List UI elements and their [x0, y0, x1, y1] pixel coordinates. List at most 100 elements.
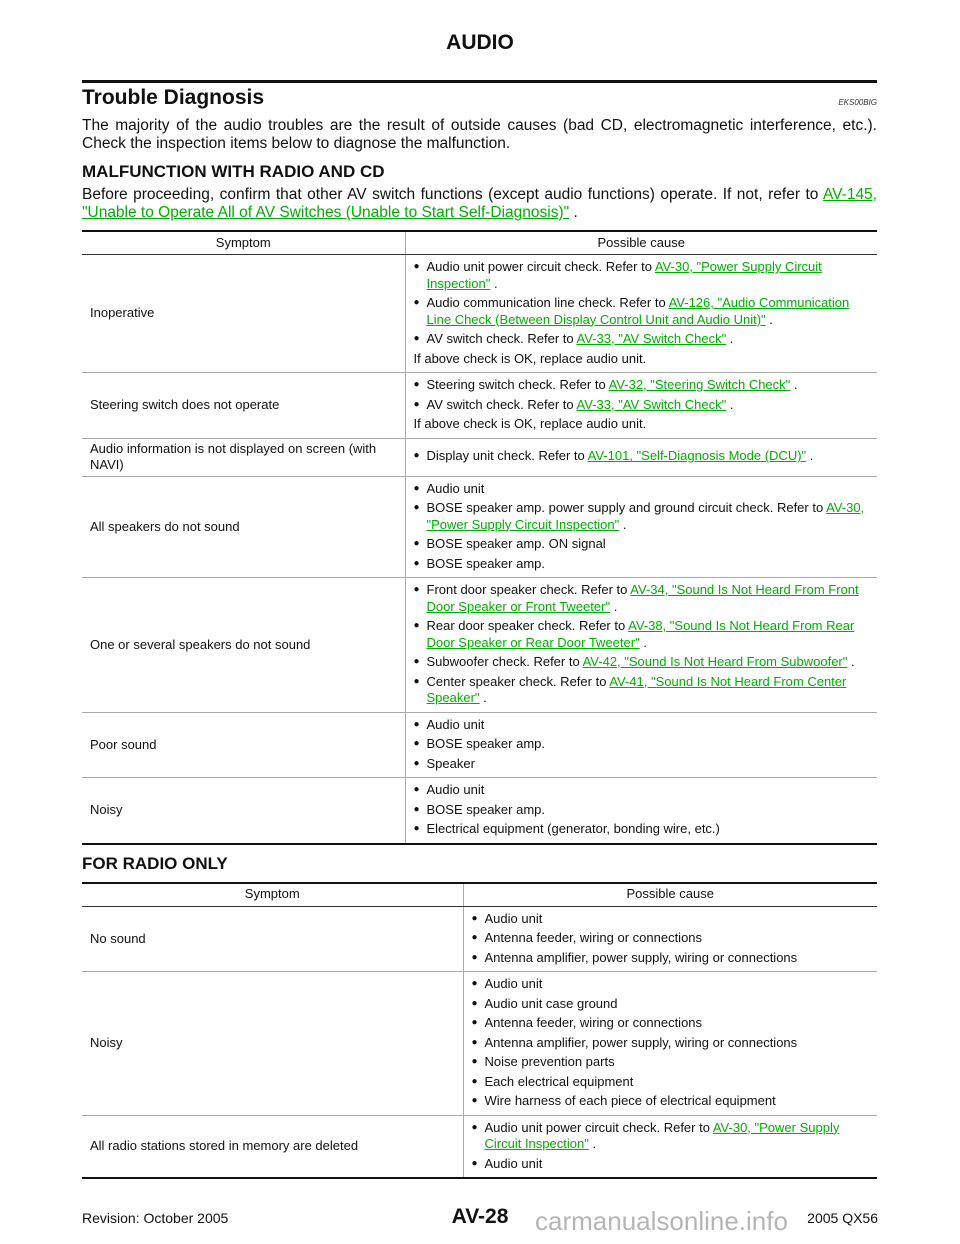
cause-text-end: . — [726, 331, 734, 346]
cause-link[interactable]: AV-38, "Sound Is Not Heard From Rear Doo… — [426, 618, 855, 650]
symptom-cell: All speakers do not sound — [82, 476, 405, 578]
symptom-cell: Noisy — [82, 777, 405, 845]
cause-bullet-item: Audio unit power circuit check. Refer to… — [414, 259, 870, 292]
symptom-cell: Inoperative — [82, 254, 405, 373]
cause-text: Subwoofer check. Refer to — [426, 654, 583, 669]
cause-text: BOSE speaker amp. ON signal — [426, 536, 606, 551]
cause-bullet-item: Antenna feeder, wiring or connections — [472, 930, 870, 947]
cause-bullet-item: BOSE speaker amp. power supply and groun… — [414, 500, 870, 533]
section-title-row: Trouble Diagnosis EKS00BIG — [82, 85, 877, 111]
cause-bullet-item: Center speaker check. Refer to AV-41, "S… — [414, 674, 870, 707]
cause-text: Audio unit — [426, 782, 485, 797]
symptom-cell: No sound — [82, 906, 463, 972]
cause-bullet-item: Rear door speaker check. Refer to AV-38,… — [414, 618, 870, 651]
cause-cell: Audio unitAudio unit case groundAntenna … — [462, 971, 877, 1116]
table-row: One or several speakers do not sound Fron… — [82, 577, 877, 713]
page-footer: Revision: October 2005 AV-28 carmanualso… — [0, 1204, 960, 1244]
cause-bullet-item: Display unit check. Refer to AV-101, "Se… — [414, 448, 870, 465]
intro-paragraph: The majority of the audio troubles are t… — [82, 117, 877, 152]
cause-note: If above check is OK, replace audio unit… — [414, 351, 870, 368]
cause-text: Each electrical equipment — [484, 1073, 634, 1089]
cause-text-end: . — [847, 654, 855, 669]
cause-bullet-item: AV switch check. Refer to AV-33, "AV Swi… — [414, 331, 870, 348]
cause-text-end: . — [490, 275, 498, 291]
cause-link[interactable]: AV-34, "Sound Is Not Heard From Front Do… — [426, 582, 859, 614]
cause-link[interactable]: AV-33, "AV Switch Check" — [576, 396, 727, 412]
para-text: Before proceeding, confirm that other AV… — [82, 186, 823, 203]
cause-text: Audio unit — [484, 1155, 543, 1171]
cause-text: Audio unit power circuit check. Refer to — [484, 1119, 713, 1135]
cause-bullet-item: Audio unit — [472, 911, 870, 928]
cause-text-end: . — [479, 690, 487, 705]
cause-text: Antenna feeder, wiring or connections — [484, 930, 703, 945]
cause-bullet-item: Antenna feeder, wiring or connections — [472, 1015, 870, 1032]
radio-heading: FOR RADIO ONLY — [82, 853, 228, 873]
cause-link[interactable]: AV-126, "Audio Communication Line Check … — [426, 295, 850, 327]
table-row: All radio stations stored in memory are … — [82, 1115, 877, 1179]
cause-bullet-item: BOSE speaker amp. — [414, 802, 870, 819]
cause-text: Audio unit — [484, 910, 543, 926]
cause-bullet-item: Each electrical equipment — [472, 1074, 870, 1091]
cause-link[interactable]: AV-32, "Steering Switch Check" — [608, 377, 791, 392]
cause-text: Center speaker check. Refer to — [426, 673, 610, 689]
cause-bullet-item: Audio unit — [472, 1156, 870, 1173]
cause-link[interactable]: AV-30, "Power Supply Circuit Inspection" — [426, 259, 822, 291]
cause-text-end: . — [790, 377, 798, 392]
cause-text: Wire harness of each piece of electrical… — [484, 1093, 776, 1108]
cause-bullet-item: Audio unit power circuit check. Refer to… — [472, 1120, 870, 1153]
cause-bullet-item: Audio unit — [414, 782, 870, 799]
cause-cell: Audio unitBOSE speaker amp.Speaker — [404, 712, 877, 778]
cause-text-end: . — [726, 396, 734, 412]
cause-cell: Audio unitBOSE speaker amp. Electrical eq… — [404, 777, 877, 845]
cause-text-end: . — [806, 448, 814, 464]
table-row: Steering switch does not operate Steering… — [82, 372, 877, 439]
cause-bullet-item: Subwoofer check. Refer to AV-42, "Sound … — [414, 654, 870, 671]
cause-text-end: . — [610, 598, 618, 614]
cause-cell: Audio unitAntenna feeder, wiring or conn… — [462, 906, 877, 972]
symptom-cell: Audio information is not displayed on sc… — [82, 438, 405, 477]
page-number: AV-28 — [451, 1205, 509, 1228]
cause-bullet-item: BOSE speaker amp. ON signal — [414, 536, 870, 553]
cause-text: Rear door speaker check. Refer to — [426, 618, 629, 633]
cause-text-end: . — [639, 634, 647, 650]
section-title: Trouble Diagnosis — [82, 86, 265, 109]
cause-text: If above check is OK, replace audio unit… — [413, 416, 647, 431]
divider — [82, 80, 877, 83]
cause-link[interactable]: AV-42, "Sound Is Not Heard From Subwoofe… — [582, 654, 848, 669]
para-end: . — [569, 204, 578, 221]
watermark: carmanualsonline.info — [535, 1206, 788, 1236]
cause-text: Antenna amplifier, power supply, wiring … — [484, 1034, 798, 1050]
link-av-145[interactable]: AV-145, "Unable to Operate All of AV Swi… — [82, 186, 877, 221]
table-row: Audio information is not displayed on sc… — [82, 438, 877, 477]
cause-text-end: . — [588, 1136, 597, 1151]
symptom-cell: Poor sound — [82, 712, 405, 778]
page-header-title: AUDIO — [446, 31, 514, 54]
malfunction-heading: MALFUNCTION WITH RADIO AND CD — [82, 162, 385, 181]
cause-bullet-item: Electrical equipment (generator, bonding… — [414, 821, 870, 838]
cause-link[interactable]: AV-101, "Self-Diagnosis Mode (DCU)" — [587, 448, 807, 464]
cause-bullet-item: Speaker — [414, 756, 870, 773]
cause-text: Audio unit power circuit check. Refer to — [426, 259, 655, 274]
symptom-cell: One or several speakers do not sound — [82, 577, 405, 713]
cause-cell: Front door speaker check. Refer to AV-34… — [404, 577, 877, 713]
cause-bullet-item: Front door speaker check. Refer to AV-34… — [414, 582, 870, 615]
cause-text: Display unit check. Refer to — [426, 448, 588, 464]
cause-cell: Display unit check. Refer to AV-101, "Se… — [404, 438, 877, 477]
page-content: Trouble Diagnosis EKS00BIG The majority … — [82, 80, 877, 1198]
cause-text-end: . — [765, 311, 773, 327]
table-row: Noisy Audio unitBOSE speaker amp. Electric… — [82, 777, 877, 845]
cause-bullet-item: AV switch check. Refer to AV-33, "AV Swi… — [414, 397, 870, 414]
symptom-cell: Steering switch does not operate — [82, 372, 405, 439]
cause-link[interactable]: AV-33, "AV Switch Check" — [576, 331, 727, 346]
cause-link[interactable]: AV-30, "Power Supply Circuit Inspection" — [484, 1119, 840, 1152]
cause-bullet-item: Audio communication line check. Refer to… — [414, 295, 870, 328]
cause-bullet-item: BOSE speaker amp. — [414, 736, 870, 753]
cause-text: BOSE speaker amp. — [426, 555, 546, 571]
cause-text: Steering switch check. Refer to — [426, 377, 609, 392]
cause-link[interactable]: AV-41, "Sound Is Not Heard From Center S… — [426, 673, 847, 706]
cause-bullet-item: Antenna amplifier, power supply, wiring … — [472, 950, 870, 967]
cause-text: Speaker — [426, 755, 475, 771]
cause-bullet-item: Audio unit — [472, 976, 870, 993]
cause-link[interactable]: AV-30, "Power Supply Circuit Inspection" — [426, 500, 865, 532]
